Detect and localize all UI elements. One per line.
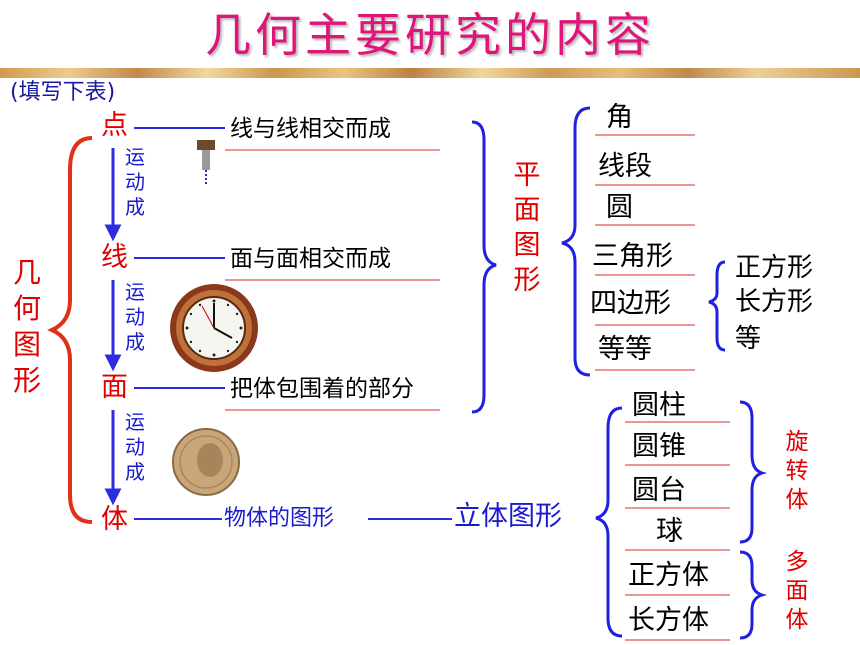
group-braces	[471, 106, 768, 640]
geometric-figures-label: 几何图形	[12, 256, 41, 397]
fill-in-hint: (填写下表)	[10, 80, 116, 105]
rotation-body-label: 旋转体	[785, 429, 809, 513]
quad-item-rectangle: 长方形	[735, 287, 814, 317]
left-bracket	[47, 136, 93, 524]
point-description: 线与线相交而成	[230, 116, 391, 142]
coin-icon	[172, 428, 240, 496]
level-point: 点	[101, 110, 128, 141]
plane-figures-label: 平面图形	[513, 160, 541, 296]
quad-item-etc: 等	[735, 324, 762, 354]
plane-item-segment: 线段	[598, 151, 652, 182]
level-surface: 面	[101, 372, 128, 403]
level-line: 线	[101, 242, 128, 273]
pen-icon	[197, 140, 215, 186]
plane-item-circle: 圆	[606, 192, 633, 223]
solid-item-cone: 圆锥	[632, 431, 686, 462]
page-title: 几何主要研究的内容	[205, 8, 655, 62]
solid-item-cuboid: 长方体	[628, 605, 709, 636]
quad-item-square: 正方形	[735, 253, 814, 283]
plane-item-triangle: 三角形	[592, 241, 673, 272]
motion-label-1: 运动成	[125, 145, 145, 219]
plane-item-etc: 等等	[598, 334, 652, 365]
solid-figures-label: 立体图形	[454, 501, 562, 532]
decorative-band	[0, 68, 860, 78]
line-description: 面与面相交而成	[230, 246, 391, 272]
motion-label-3: 运动成	[125, 410, 145, 484]
solid-item-cube: 正方体	[628, 560, 709, 591]
solid-description: 物体的图形	[224, 506, 335, 531]
motion-label-2: 运动成	[125, 280, 145, 354]
surface-description: 把体包围着的部分	[230, 376, 414, 402]
plane-item-angle: 角	[606, 102, 633, 133]
solid-item-frustum: 圆台	[632, 475, 686, 506]
level-solid: 体	[101, 504, 128, 535]
solid-item-cylinder: 圆柱	[632, 390, 686, 421]
plane-item-quadrilateral: 四边形	[590, 288, 671, 319]
polyhedron-label: 多面体	[785, 549, 809, 633]
motion-arrows	[104, 148, 122, 506]
solid-item-sphere: 球	[656, 516, 683, 547]
clock-icon	[170, 284, 258, 372]
